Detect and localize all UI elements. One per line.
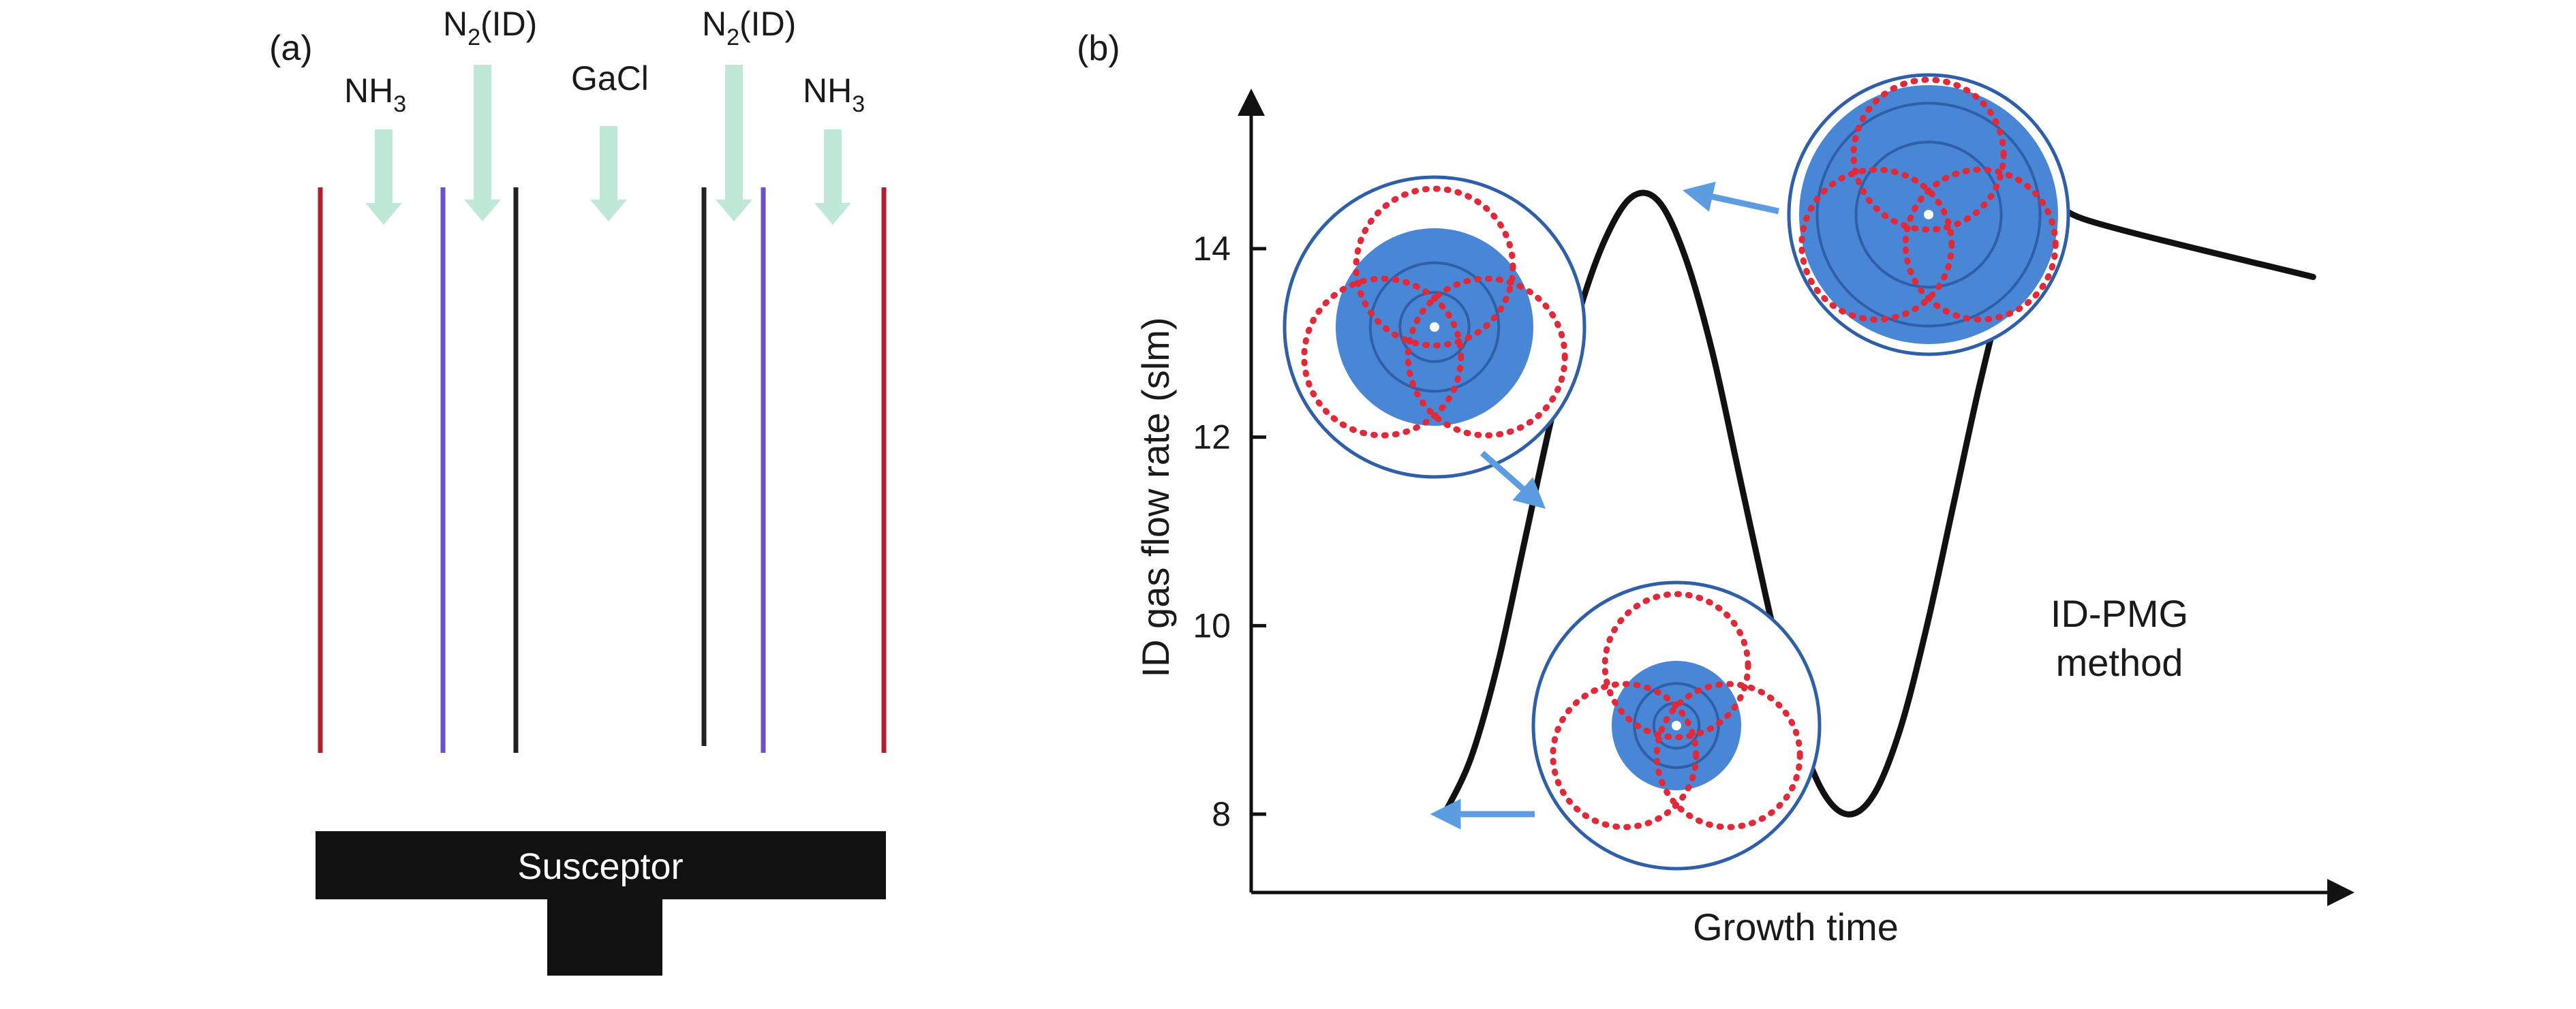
seed-region-outline <box>1301 275 1465 439</box>
seed-region-outline <box>1798 166 1955 323</box>
reactor-schematic: (a) NH3 N2(ID) GaCl N2(ID) NH3 Susceptor <box>269 5 887 976</box>
seed-region-outline <box>1405 275 1568 439</box>
y-axis-label: ID gas flow rate (slm) <box>1134 317 1177 678</box>
seed-region-outline <box>1653 681 1803 831</box>
wafer-center <box>1924 210 1933 219</box>
seed-region-outline <box>1902 166 2059 323</box>
growth-ring <box>1815 102 2042 328</box>
gas-label-nh3-left: NH3 <box>344 72 406 117</box>
susceptor-label: Susceptor <box>517 846 683 887</box>
x-axis-label: Growth time <box>1693 905 1899 948</box>
panel-a-label: (a) <box>269 29 313 68</box>
wafer-inset-small <box>1531 580 1822 871</box>
seed-region-outline <box>1850 76 2007 233</box>
gas-label-nh3-right: NH3 <box>803 72 865 117</box>
y-tick-label-8: 8 <box>1212 795 1231 833</box>
flow-arrow-n2-right <box>716 65 752 221</box>
seed-region-outline <box>1601 591 1751 741</box>
pointer-arrow-medium <box>1480 450 1546 509</box>
wafer-center <box>1672 721 1681 730</box>
wafer-center <box>1430 322 1439 332</box>
susceptor <box>316 831 886 976</box>
growth-ring <box>1398 291 1471 363</box>
y-tick-label-14: 14 <box>1193 230 1231 268</box>
wafer-inset-medium <box>1283 175 1586 479</box>
flow-arrow-nh3-right <box>814 129 851 225</box>
y-tick-label-10: 10 <box>1193 606 1231 645</box>
method-annotation-line2: method <box>2056 641 2183 684</box>
gas-label-n2-left: N2(ID) <box>443 5 537 50</box>
flow-arrow-gacl <box>590 126 627 221</box>
seed-region-outline <box>1353 185 1516 349</box>
flow-arrow-nh3-left <box>365 129 402 225</box>
gas-label-n2-right: N2(ID) <box>702 5 796 50</box>
method-annotation-line1: ID-PMG <box>2051 592 2188 635</box>
growth-ring <box>1854 140 2003 289</box>
gas-label-gacl: GaCl <box>571 59 649 97</box>
growth-ring <box>1368 261 1501 393</box>
flow-rate-chart: (b) 8 10 12 14 ID gas flow rate (slm) Growt… <box>1077 29 2355 948</box>
y-tick-label-12: 12 <box>1193 418 1231 456</box>
seed-region-outline <box>1550 681 1700 831</box>
pointer-arrow-large <box>1682 181 1779 215</box>
flow-arrow-n2-left <box>464 65 501 221</box>
panel-b-label: (b) <box>1077 29 1120 68</box>
wafer-inset-large <box>1787 73 2070 356</box>
